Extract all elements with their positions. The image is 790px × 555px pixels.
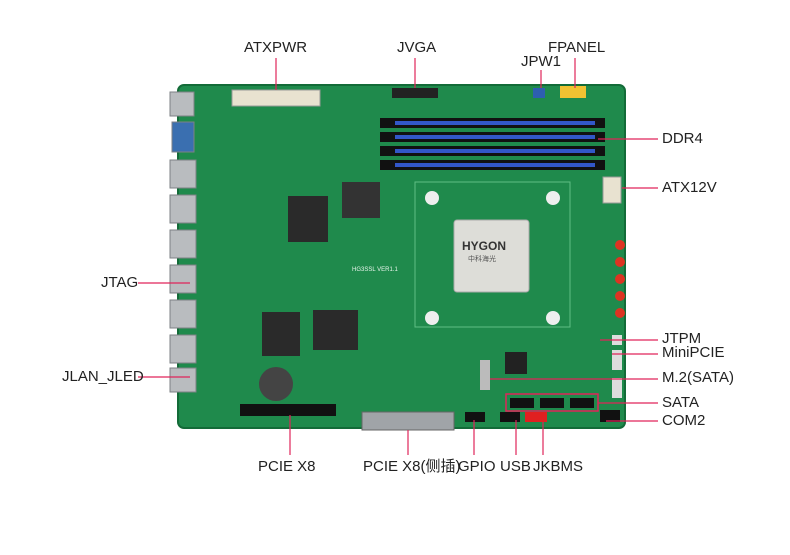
fpanel-header — [560, 86, 586, 98]
label-atx12v: ATX12V — [662, 179, 717, 196]
cmos-battery — [259, 367, 293, 401]
cpu — [453, 219, 530, 293]
ddr4-slots — [380, 118, 605, 170]
rear-io-ports — [169, 91, 197, 393]
label-minipcie: MiniPCIE — [662, 344, 725, 361]
capacitors — [615, 240, 625, 318]
label-jvga: JVGA — [397, 39, 437, 56]
board-model: HG3SSL VER1.1 — [352, 267, 398, 273]
label-jpw1: JPW1 — [521, 53, 562, 70]
label-gpio: GPIO — [458, 458, 496, 475]
label-jtag: JTAG — [101, 274, 139, 291]
heatsink — [262, 312, 300, 356]
label-com2: COM2 — [662, 412, 706, 429]
label-jtpm: JTPM — [662, 330, 702, 347]
leader-lines — [138, 58, 658, 455]
label-jlan-jled: JLAN_JLED — [62, 368, 144, 385]
cpu-brand: HYGON — [462, 239, 507, 253]
atx12v-connector — [602, 176, 622, 204]
pcie-x8-side-slot — [361, 411, 455, 431]
jvga-header — [392, 88, 438, 98]
label-fpanel: FPANEL — [548, 39, 606, 56]
label-m2-sata: M.2(SATA) — [662, 369, 734, 386]
label-ddr4: DDR4 — [662, 130, 703, 147]
label-pcie-x8-side: PCIE X8(侧插) — [363, 458, 461, 475]
label-usb: USB — [500, 458, 531, 475]
heatsink — [313, 310, 358, 350]
label-atxpwr: ATXPWR — [244, 39, 308, 56]
label-sata: SATA — [662, 394, 699, 411]
atxpwr-connector — [231, 89, 321, 107]
pcie-x8-slot — [240, 404, 336, 416]
label-jkbms: JKBMS — [533, 458, 584, 475]
cpu-subtitle: 中科海光 — [468, 256, 496, 263]
heatsink — [288, 196, 328, 242]
sata-ports — [510, 398, 594, 408]
label-pcie-x8: PCIE X8 — [258, 458, 316, 475]
